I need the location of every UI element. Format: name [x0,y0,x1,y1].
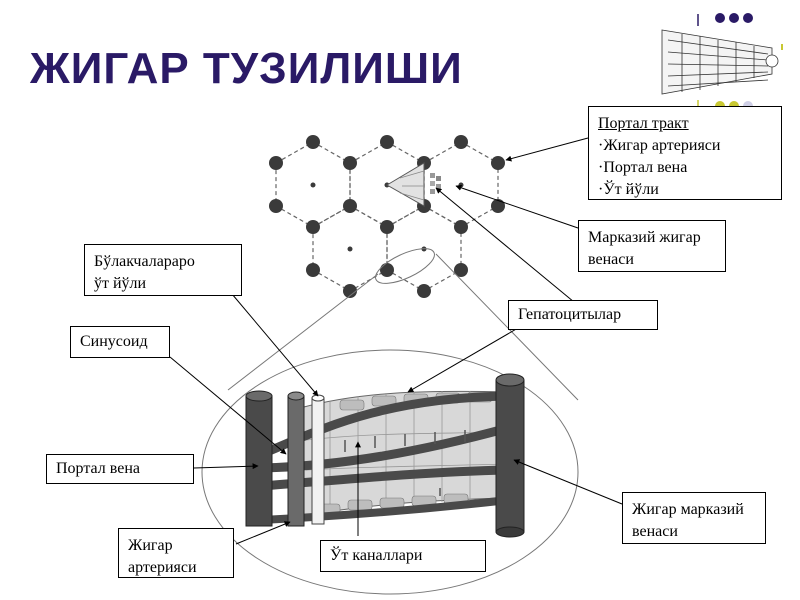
label-portal-tract-item: ·Портал вена [598,159,688,176]
label-hepatic-artery-line: артерияси [128,559,197,576]
bile-canaliculi [344,430,466,496]
slide-title: ЖИГАР ТУЗИЛИШИ [30,44,463,93]
leader-sinusoid [169,356,287,455]
label-sinusoid: Синусоид [70,326,170,358]
label-bile-canals-text: Ўт каналлари [330,547,423,564]
label-interlobular-duct: Бўлакчалараро ўт йўли [84,244,242,296]
label-portal-vein-text: Портал вена [56,460,140,477]
leader-portal-vein [193,463,259,470]
leader-hepatocytes-top [435,187,575,303]
label-central-hepatic-vein: Жигар марказий венаси [622,492,766,544]
leader-hepatocytes [407,327,519,393]
leader-lines [169,137,623,545]
label-interlobular-duct-line: ўт йўли [94,275,147,292]
central-vein-cylinder [495,373,525,538]
leader-central-hepatic-vein [513,459,623,505]
label-portal-tract-item: ·Жигар артерияси [598,137,721,154]
leader-hepatic-artery [235,521,291,545]
label-bile-canals: Ўт каналлари [320,540,486,572]
label-portal-vein: Портал вена [46,454,194,484]
leader-central-vein [455,184,579,229]
leader-portal-tract [505,137,589,162]
label-hepatic-artery-line: Жигар [128,537,173,554]
corner-plate-thumbnail [661,29,783,95]
label-central-vein: Марказий жигар венаси [578,220,726,272]
label-central-hepatic-vein-line: венаси [632,523,678,540]
label-central-vein-line: венаси [588,251,634,268]
label-sinusoid-text: Синусоид [80,333,148,350]
label-hepatocytes: Гепатоцитылар [508,300,658,330]
leader-interlobular-duct [231,293,319,397]
label-central-hepatic-vein-line: Жигар марказий [632,501,744,518]
label-hepatic-artery: Жигар артерияси [118,528,234,578]
portal-vessels [245,390,325,527]
portal-tract-nodes [269,135,505,298]
label-interlobular-duct-line: Бўлакчалараро [94,253,195,270]
label-portal-tract-item: ·Ўт йўли [598,181,659,198]
label-central-vein-line: Марказий жигар [588,229,701,246]
label-portal-tract-heading: Портал тракт [598,115,689,132]
label-hepatocytes-text: Гепатоцитылар [518,306,622,323]
zoom-projection [201,248,579,595]
label-portal-tract: Портал тракт ·Жигар артерияси ·Портал ве… [588,106,782,200]
hepatocyte-wedge [386,162,441,207]
